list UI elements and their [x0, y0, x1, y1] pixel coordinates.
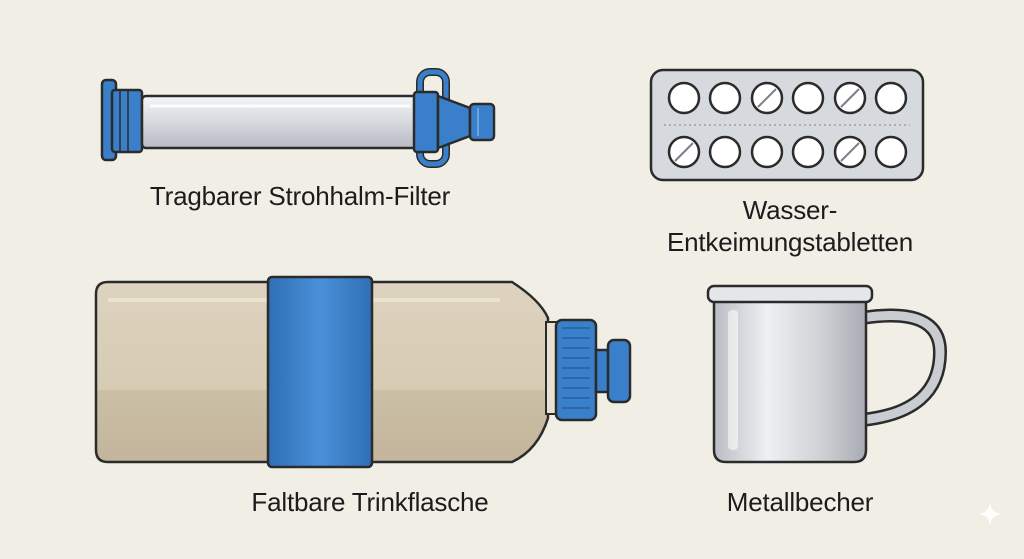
mug-label: Metallbecher [726, 487, 874, 517]
tablet-pill [708, 81, 742, 115]
tablet-pill [708, 135, 742, 169]
tablet-pill [874, 81, 908, 115]
tablet-pill [791, 81, 825, 115]
sparkle-icon [978, 502, 1002, 526]
tablets-label: Wasser- Entkeimungstabletten [640, 194, 940, 258]
bottle-label: Faltbare Trinkflasche [251, 487, 489, 517]
tablet-score-line [840, 142, 860, 162]
tablet-blister-icon [649, 68, 925, 182]
tablet-pill [667, 81, 701, 115]
tablet-pill [791, 135, 825, 169]
tablet-score-line [757, 88, 777, 108]
tablet-pill [750, 135, 784, 169]
metal-mug-icon [706, 284, 948, 464]
tablets-label-line2: Entkeimungstabletten [666, 227, 914, 257]
straw-filter-icon [100, 68, 496, 168]
straw-filter-label: Tragbarer Strohhalm-Filter [149, 181, 451, 211]
collapsible-bottle-icon [94, 275, 632, 469]
tablet-pill [874, 135, 908, 169]
tablet-score-line [840, 88, 860, 108]
tablet-score-line [674, 142, 694, 162]
tablets-label-line1: Wasser- [742, 195, 838, 225]
